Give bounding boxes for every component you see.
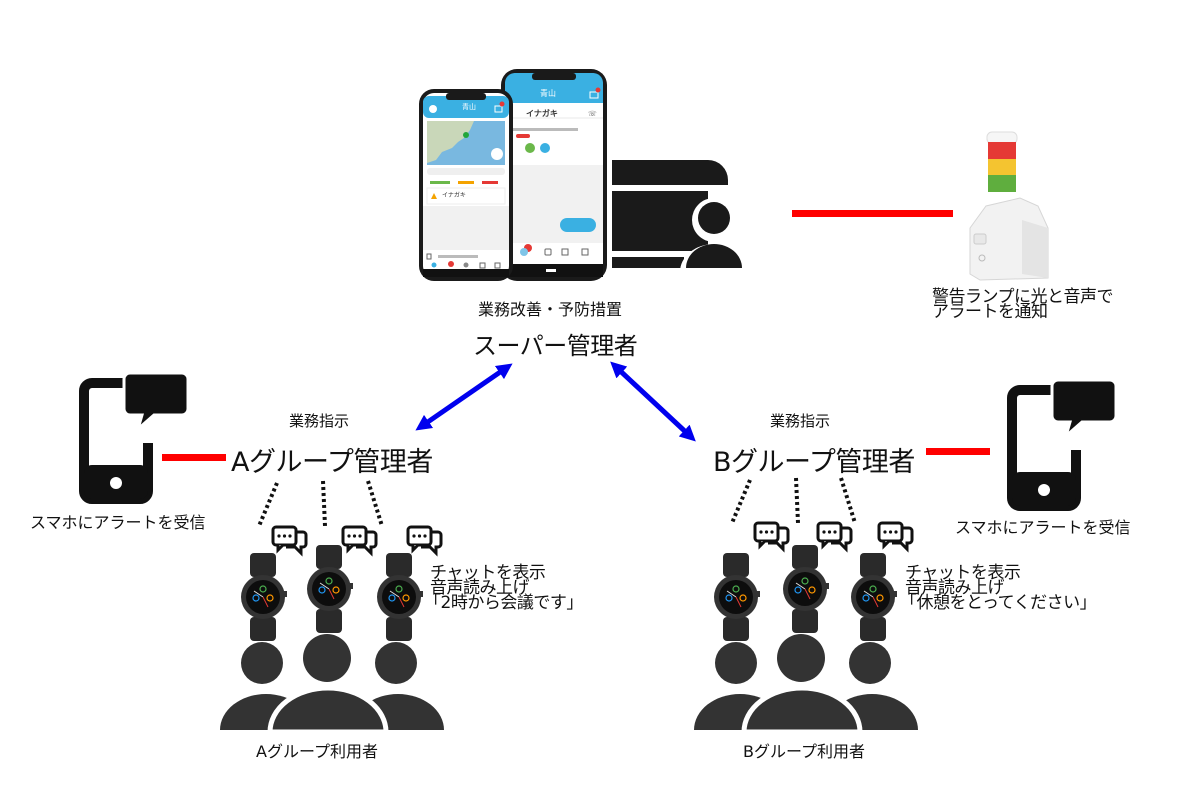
- chat-icon: [341, 525, 378, 557]
- manager-a-caption: 業務指示: [289, 412, 350, 430]
- manager-b-caption: 業務指示: [770, 412, 831, 430]
- smartwatch-icon: [241, 553, 287, 641]
- app-header-title-front: 青山: [462, 103, 476, 111]
- smartwatch-icon: [783, 545, 829, 633]
- watch-note-b-line2: 音声読み上げ: [905, 578, 1005, 598]
- manager-a-title: Aグループ管理者: [231, 447, 433, 478]
- super-admin-title: スーパー管理者: [473, 332, 638, 360]
- users-label-b: Bグループ利用者: [743, 742, 866, 761]
- chat-icon: [877, 521, 914, 553]
- app-header-title: 青山: [540, 89, 556, 98]
- phone-mockup-front: [419, 89, 513, 281]
- smartwatch-icon: [851, 553, 897, 641]
- smartwatch-icon: [307, 545, 353, 633]
- alert-connection-line-lamp: [792, 210, 953, 217]
- user-group-icon-b: [694, 634, 918, 735]
- dotted-links-a: [257, 480, 384, 527]
- user-group-icon-a: [220, 634, 444, 735]
- chat-icon: [816, 521, 853, 553]
- warning-lamp-caption-line2: アラートを通知: [932, 302, 1048, 322]
- smartphone-alert-icon-a: [79, 371, 190, 504]
- admin-monitor-icon: [612, 160, 748, 272]
- phone-caption-b: スマホにアラートを受信: [955, 518, 1131, 537]
- smartwatch-icon: [714, 553, 760, 641]
- alert-connection-line-b: [926, 448, 990, 455]
- instruction-arrow-b: [610, 361, 696, 442]
- users-label-a: Aグループ利用者: [256, 742, 378, 761]
- chat-icon: [753, 521, 790, 553]
- dotted-links-b: [730, 477, 857, 524]
- instruction-arrow-a: [415, 363, 513, 431]
- phone-caption-a: スマホにアラートを受信: [30, 513, 206, 532]
- phone-mockup-back: ☏: [501, 69, 607, 281]
- warning-lamp-caption-line1: 警告ランプに光と音声で: [932, 287, 1114, 307]
- watch-note-a-line3: 「2時から会議です」: [424, 593, 583, 613]
- watch-note-a-line2: 音声読み上げ: [430, 578, 530, 598]
- watch-note-b-line1: チャットを表示: [905, 563, 1021, 583]
- app-contact-name: イナガキ: [526, 109, 558, 118]
- chat-icon: [406, 525, 443, 557]
- app-clear-all-button[interactable]: 全解除: [571, 291, 590, 298]
- svg-text:☏: ☏: [588, 110, 597, 118]
- super-admin-caption: 業務改善・予防措置: [478, 300, 623, 319]
- watch-note-b-line3: 「休憩をとってください」: [900, 593, 1097, 613]
- super-admin-app-screenshots: ☏ 青山 イナガキ 全解除: [418, 68, 610, 298]
- warning-lamp-icon: [969, 131, 1049, 281]
- app-list-item-name: イナガキ: [442, 192, 466, 199]
- smartphone-alert-icon-b: [1007, 378, 1118, 511]
- alert-connection-line-a: [162, 454, 226, 461]
- manager-b-title: Bグループ管理者: [713, 447, 915, 478]
- chat-icon: [271, 525, 308, 557]
- smartwatch-icon: [377, 553, 423, 641]
- watch-note-a-line1: チャットを表示: [430, 563, 546, 583]
